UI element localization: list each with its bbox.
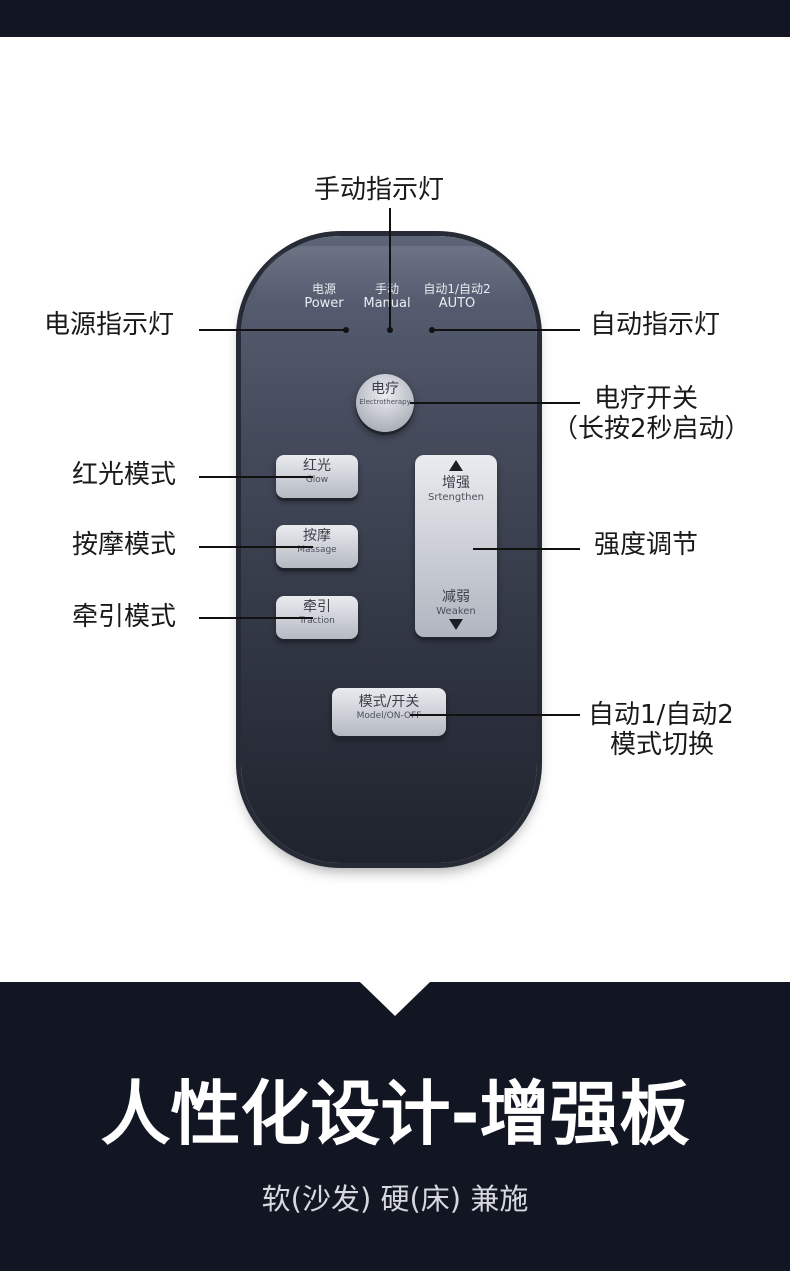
traction-button-zh: 牵引 — [303, 599, 331, 615]
headline: 人性化设计-增强板 — [100, 1073, 690, 1155]
manual-indicator-en: Manual — [363, 295, 411, 311]
bottom-dark-panel — [0, 983, 790, 1271]
top-dark-band — [0, 0, 790, 37]
intensity-rocker-button[interactable]: 增强 Srtengthen 减弱 Weaken — [415, 455, 497, 637]
power-indicator-leader — [199, 329, 345, 331]
arrow-up-icon — [449, 460, 463, 471]
glow-button-en: Glow — [305, 475, 329, 485]
massage-mode-leader — [199, 546, 313, 548]
strengthen-zh: 增强 — [442, 475, 470, 491]
manual-indicator-zh: 手动 — [374, 282, 399, 296]
electro-switch-callout-note: （长按2秒启动） — [552, 414, 751, 444]
mode-button-en: Model/ON-OFF — [356, 711, 422, 721]
electro-switch-callout: 电疗开关 — [594, 384, 699, 414]
massage-mode-callout: 按摩模式 — [72, 530, 177, 560]
power-indicator-zh: 电源 — [311, 282, 336, 296]
mode-onoff-button[interactable]: 模式/开关 Model/ON-OFF — [332, 688, 446, 736]
mode-switch-callout: 自动1/自动2 — [588, 700, 734, 730]
glow-button-zh: 红光 — [303, 458, 331, 474]
power-indicator-light — [343, 327, 349, 333]
traction-button-en: Traction — [299, 616, 335, 626]
mode-switch-leader — [410, 714, 580, 716]
intensity-leader — [473, 548, 580, 550]
auto-indicator-label: 自动1/自动2 AUTO — [412, 282, 502, 312]
glow-mode-leader — [199, 476, 313, 478]
auto-indicator-en: AUTO — [438, 295, 476, 311]
manual-indicator-leader — [389, 208, 391, 330]
electro-switch-leader — [410, 402, 580, 404]
traction-mode-callout: 牵引模式 — [72, 602, 177, 632]
manual-indicator-light — [387, 327, 393, 333]
massage-button-en: Massage — [297, 545, 337, 555]
electrotherapy-button-en: Electrotherapy — [359, 398, 411, 406]
banner-notch — [0, 982, 790, 1022]
mode-switch-callout-2: 模式切换 — [610, 730, 715, 760]
subline: 软(沙发) 硬(床) 兼施 — [261, 1182, 529, 1216]
auto-indicator-callout: 自动指示灯 — [590, 310, 721, 340]
mode-button-zh: 模式/开关 — [358, 694, 420, 710]
manual-indicator-callout: 手动指示灯 — [314, 175, 445, 205]
glow-button[interactable]: 红光 Glow — [276, 455, 358, 498]
strengthen-en: Srtengthen — [428, 492, 484, 503]
glow-mode-callout: 红光模式 — [72, 460, 177, 490]
massage-button-zh: 按摩 — [303, 528, 331, 544]
electrotherapy-button-zh: 电疗 — [371, 381, 399, 397]
intensity-callout: 强度调节 — [594, 530, 699, 560]
auto-indicator-zh: 自动1/自动2 — [423, 282, 491, 296]
weaken-zh: 减弱 — [442, 589, 470, 605]
weaken-en: Weaken — [436, 606, 476, 617]
auto-indicator-leader — [432, 329, 580, 331]
arrow-down-icon — [449, 619, 463, 630]
electrotherapy-button[interactable]: 电疗 Electrotherapy — [356, 374, 414, 432]
power-indicator-label: 电源 Power — [296, 282, 352, 312]
manual-indicator-label: 手动 Manual — [358, 282, 416, 312]
power-indicator-callout: 电源指示灯 — [44, 310, 175, 340]
power-indicator-en: Power — [304, 295, 344, 311]
traction-mode-leader — [199, 617, 313, 619]
